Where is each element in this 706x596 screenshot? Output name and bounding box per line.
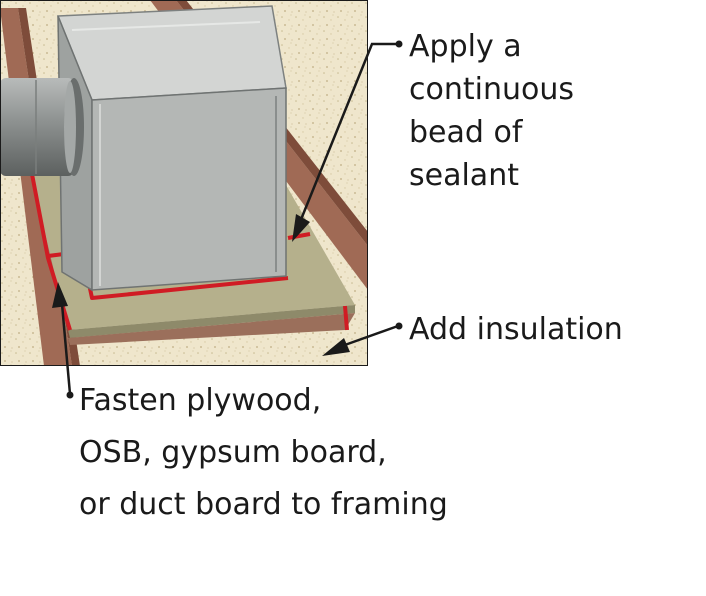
callout-sealant-line-4: sealant (409, 158, 519, 193)
pointer-arrow (52, 282, 68, 308)
callout-sealant-line-1: Apply a (409, 29, 522, 64)
leader-sealant (292, 40, 403, 242)
callout-fasten: Fasten plywood, OSB, gypsum board, or du… (79, 375, 448, 531)
pointer-arrow (322, 338, 350, 356)
callout-sealant-line-3: bead of (409, 115, 523, 150)
callout-sealant-line-2: continuous (409, 72, 574, 107)
supply-boot-box (56, 5, 287, 292)
callout-insulation: Add insulation (409, 308, 623, 351)
flex-duct (0, 78, 84, 176)
illustration-frame (0, 0, 368, 366)
callout-sealant: Apply a continuous bead of sealant (409, 25, 574, 197)
callout-fasten-line-1: Fasten plywood, (79, 383, 322, 418)
callout-fasten-line-2: OSB, gypsum board, (79, 435, 387, 470)
pointer-arrow (292, 214, 310, 242)
callout-insulation-line-1: Add insulation (409, 312, 623, 347)
leader-insulation (322, 322, 403, 356)
leader-fasten (52, 282, 74, 399)
callout-fasten-line-3: or duct board to framing (79, 487, 448, 522)
